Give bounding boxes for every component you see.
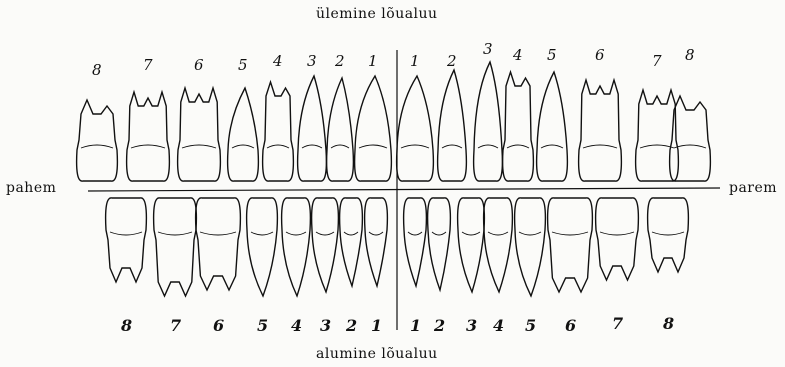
crown-line xyxy=(462,232,480,235)
crown-line xyxy=(200,232,236,235)
crown-line xyxy=(408,232,422,235)
crown-line xyxy=(600,232,634,235)
crown-line xyxy=(316,232,334,235)
occlusal-line xyxy=(88,188,720,191)
lower-tooth xyxy=(247,198,278,296)
upper-tooth xyxy=(298,76,327,181)
crown-line xyxy=(182,145,216,148)
crown-line xyxy=(158,232,192,235)
crown-line xyxy=(344,232,358,235)
upper-tooth xyxy=(579,80,622,181)
lower-tooth xyxy=(548,198,593,292)
lower-tooth xyxy=(196,198,241,290)
upper-tooth xyxy=(263,82,294,181)
crown-line xyxy=(232,145,254,148)
upper-tooth xyxy=(77,100,118,181)
lower-tooth xyxy=(365,198,388,286)
crown-line xyxy=(640,145,674,148)
crown-line xyxy=(432,232,446,235)
upper-tooth xyxy=(228,88,259,181)
upper-tooth xyxy=(537,72,568,181)
upper-tooth xyxy=(474,62,503,181)
diagram-axes xyxy=(88,50,720,330)
lower-tooth xyxy=(515,198,546,296)
lower-tooth xyxy=(340,198,363,286)
crown-line xyxy=(442,145,462,148)
upper-teeth xyxy=(77,62,711,181)
crown-line xyxy=(251,232,273,235)
crown-line xyxy=(478,145,498,148)
upper-tooth xyxy=(397,76,434,181)
upper-tooth xyxy=(127,92,170,181)
crown-line xyxy=(369,232,383,235)
crown-line xyxy=(583,145,617,148)
upper-tooth xyxy=(327,78,354,181)
crown-line xyxy=(331,145,349,148)
crown-line xyxy=(286,232,306,235)
lower-tooth xyxy=(282,198,311,296)
crown-line xyxy=(488,232,508,235)
upper-tooth xyxy=(503,72,534,181)
crown-line xyxy=(552,232,588,235)
crown-line xyxy=(81,145,113,148)
lower-tooth xyxy=(428,198,451,290)
crown-line xyxy=(519,232,541,235)
crown-line xyxy=(359,145,387,148)
crown-line xyxy=(507,145,529,148)
crown-line xyxy=(267,145,289,148)
crown-line xyxy=(674,145,706,148)
lower-tooth xyxy=(404,198,427,286)
crown-line xyxy=(302,145,322,148)
lower-tooth xyxy=(458,198,485,292)
lower-tooth xyxy=(154,198,197,296)
lower-tooth xyxy=(312,198,339,292)
lower-tooth xyxy=(484,198,513,292)
upper-tooth xyxy=(355,76,392,181)
crown-line xyxy=(131,145,165,148)
crown-line xyxy=(401,145,429,148)
crown-line xyxy=(110,232,142,235)
crown-line xyxy=(541,145,563,148)
lower-tooth xyxy=(106,198,147,282)
lower-tooth xyxy=(596,198,639,280)
upper-tooth xyxy=(178,88,221,181)
crown-line xyxy=(652,232,684,235)
upper-tooth xyxy=(438,70,467,181)
